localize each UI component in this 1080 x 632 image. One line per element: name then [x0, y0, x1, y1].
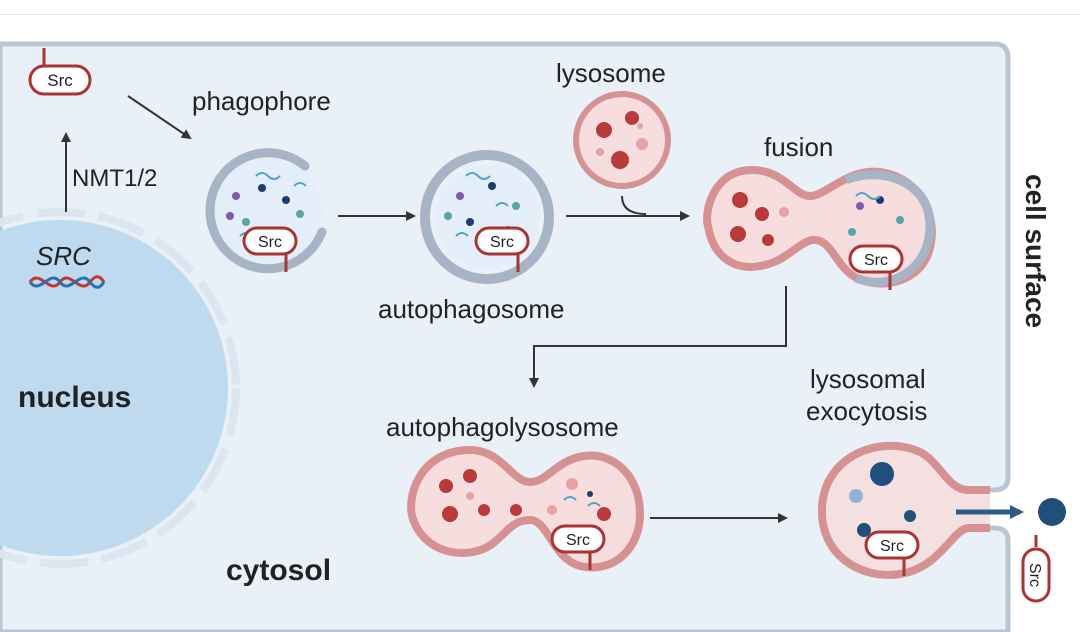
autophagosome-label: autophagosome [378, 294, 564, 324]
extracellular-space [1011, 44, 1080, 632]
cell-surface-label: cell surface [1020, 174, 1051, 328]
window-top-bar [0, 0, 1080, 15]
exocytosis-label-line1: lysosomal [810, 364, 926, 394]
src-protein-exocytosis [864, 530, 920, 576]
lysosome-label: lysosome [556, 58, 666, 88]
src-protein-autophagolysosome [550, 524, 606, 570]
src-protein-fusion [848, 244, 904, 290]
src-label-exocytosis: Src [880, 538, 904, 555]
src-label-surface: Src [1026, 563, 1043, 587]
dna-helix-icon [28, 275, 106, 289]
fusion-label: fusion [764, 132, 833, 162]
autophagolysosome-label: autophagolysosome [386, 412, 619, 442]
arrow-to-autophagolysosome [529, 286, 787, 388]
src-protein-autophagosome [474, 226, 530, 272]
src-label-autophagosome: Src [490, 234, 514, 251]
exocytosis-label-line2: exocytosis [806, 396, 927, 426]
nucleus [0, 208, 240, 568]
src-protein-membrane [28, 48, 92, 96]
released-vesicle [1038, 498, 1066, 526]
arrow-to-phagophore [127, 95, 192, 140]
cytosol-label: cytosol [226, 554, 331, 587]
nmt-label: NMT1/2 [72, 165, 157, 192]
nucleus-label: nucleus [18, 381, 131, 414]
src-label-phagophore: Src [258, 234, 282, 251]
src-gene-label: SRC [36, 241, 91, 271]
src-label-top: Src [47, 71, 73, 90]
exocytosis-vesicle [817, 441, 990, 579]
src-label-autophagolysosome: Src [566, 532, 590, 549]
src-protein-phagophore [242, 226, 298, 272]
lysosome-merge-line [621, 195, 647, 215]
lysosome [573, 91, 671, 189]
src-label-fusion: Src [864, 252, 888, 269]
src-protein-surface: Src [1021, 535, 1051, 603]
phagophore-label: phagophore [192, 86, 331, 116]
autophagosome [420, 150, 554, 284]
